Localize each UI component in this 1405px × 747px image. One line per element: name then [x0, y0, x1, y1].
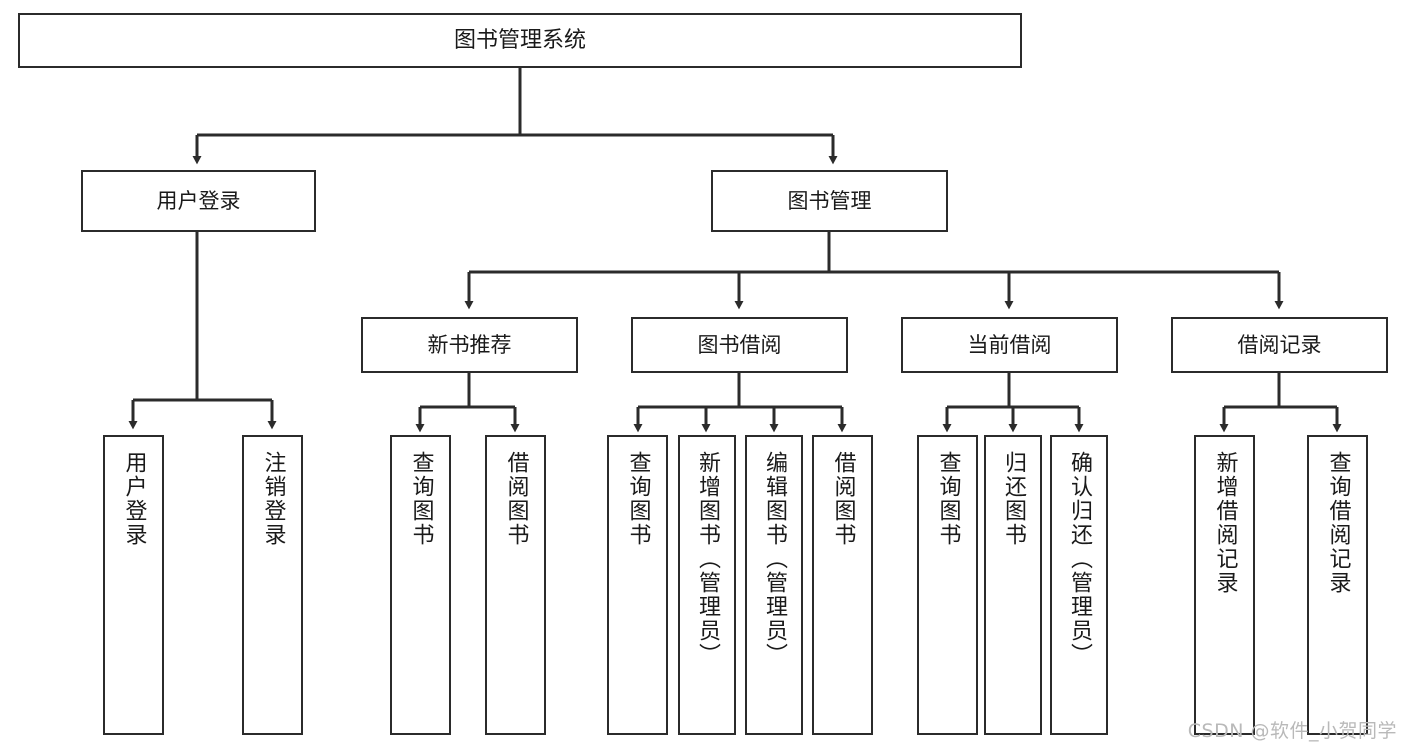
leaf-label: 借阅图书	[830, 451, 856, 547]
leaf-label: 注销登录	[260, 451, 286, 547]
leaf-user-login-login[interactable]: 用户登录	[103, 435, 164, 735]
leaf-label: 查询图书	[935, 451, 961, 547]
node-book-borrow-label: 图书借阅	[697, 332, 782, 357]
leaf-label: 归还图书	[1001, 451, 1026, 547]
leaf-borrow-add-book[interactable]: 新增图书（管理员）	[678, 435, 736, 735]
leaf-label: 新增借阅记录	[1212, 451, 1238, 595]
leaf-current-confirm-return[interactable]: 确认归还（管理员）	[1050, 435, 1108, 735]
leaf-current-return-book[interactable]: 归还图书	[984, 435, 1042, 735]
leaf-label: 查询图书	[408, 451, 434, 547]
leaf-label: 编辑图书（管理员）	[762, 451, 787, 667]
node-new-book-recommend[interactable]: 新书推荐	[361, 317, 578, 373]
leaf-borrow-borrow-book[interactable]: 借阅图书	[812, 435, 873, 735]
node-root-label: 图书管理系统	[453, 27, 586, 53]
leaf-label: 确认归还（管理员）	[1067, 451, 1092, 667]
leaf-borrow-edit-book[interactable]: 编辑图书（管理员）	[745, 435, 803, 735]
node-book-management[interactable]: 图书管理	[711, 170, 948, 232]
node-new-book-recommend-label: 新书推荐	[427, 332, 512, 357]
leaf-user-login-logout[interactable]: 注销登录	[242, 435, 303, 735]
leaf-label: 新增图书（管理员）	[695, 451, 720, 667]
leaf-label: 用户登录	[121, 451, 147, 547]
leaf-new-book-query[interactable]: 查询图书	[390, 435, 451, 735]
node-root[interactable]: 图书管理系统	[18, 13, 1022, 68]
node-borrow-records-label: 借阅记录	[1237, 332, 1322, 357]
node-user-login-label: 用户登录	[156, 188, 241, 213]
leaf-records-add-record[interactable]: 新增借阅记录	[1194, 435, 1255, 735]
leaf-label: 查询借阅记录	[1325, 451, 1351, 595]
node-current-borrow-label: 当前借阅	[967, 332, 1052, 357]
leaf-new-book-borrow[interactable]: 借阅图书	[485, 435, 546, 735]
leaf-current-query-book[interactable]: 查询图书	[917, 435, 978, 735]
leaf-label: 查询图书	[625, 451, 651, 547]
node-borrow-records[interactable]: 借阅记录	[1171, 317, 1388, 373]
leaf-borrow-query-book[interactable]: 查询图书	[607, 435, 668, 735]
leaf-label: 借阅图书	[503, 451, 529, 547]
node-user-login[interactable]: 用户登录	[81, 170, 316, 232]
node-current-borrow[interactable]: 当前借阅	[901, 317, 1118, 373]
watermark: CSDN @软件_小贺同学	[1187, 720, 1397, 742]
node-book-borrow[interactable]: 图书借阅	[631, 317, 848, 373]
node-book-management-label: 图书管理	[787, 188, 872, 213]
leaf-records-query-record[interactable]: 查询借阅记录	[1307, 435, 1368, 735]
